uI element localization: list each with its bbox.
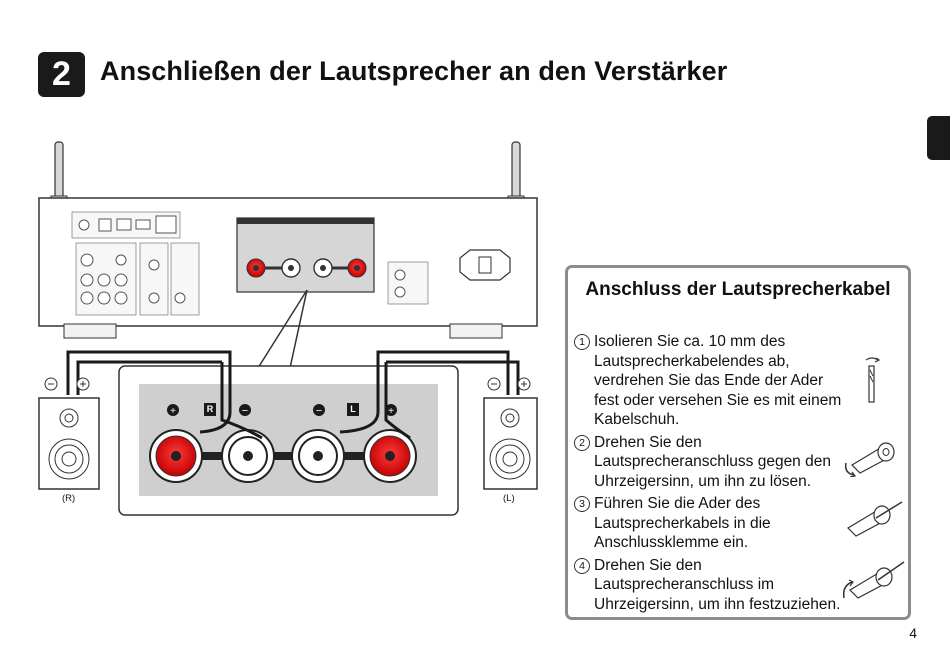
twisted-wire-icon (865, 357, 881, 403)
instruction-step: 4 Drehen Sie den Lautsprecheranschluss i… (574, 556, 844, 615)
terminal-label-r: R (206, 404, 214, 414)
step-text: Drehen Sie den Lautsprecheranschluss im … (594, 556, 841, 613)
amplifier-rear-panel (38, 197, 538, 339)
svg-text:+: + (170, 406, 176, 417)
step-number: 2 (574, 434, 590, 451)
svg-text:+: + (388, 406, 394, 417)
speaker-label-r: (R) (62, 493, 76, 504)
instruction-step: 3 Führen Sie die Ader des Lautsprecherka… (574, 494, 844, 553)
svg-text:−: − (316, 405, 322, 417)
step-number-badge: 2 (38, 52, 85, 97)
instructions-title: Anschluss der Lautsprecherkabel (585, 279, 891, 300)
step-text: Führen Sie die Ader des Lautsprecherkabe… (594, 495, 771, 551)
speaker-label-l: (L) (503, 493, 515, 504)
step-number: 3 (574, 496, 590, 512)
section-tab (927, 116, 950, 160)
loosen-terminal-icon (844, 442, 895, 477)
step-text: Drehen Sie den Lautsprecheranschluss geg… (594, 433, 831, 490)
svg-text:−: − (242, 405, 248, 417)
speaker-left (38, 377, 100, 490)
enlarged-terminals: + − − + (149, 362, 417, 483)
page-number: 4 (909, 625, 917, 641)
step-number: 1 (574, 334, 590, 350)
page-title: Anschließen der Lautsprecher an den Vers… (100, 56, 728, 86)
insert-wire-icon (847, 501, 903, 537)
instruction-step: 2 Drehen Sie den Lautsprecheranschluss g… (574, 433, 844, 492)
instruction-step: 1 Isolieren Sie ca. 10 mm des Lautsprech… (574, 332, 844, 430)
tighten-terminal-icon (842, 561, 905, 599)
terminal-label-l: L (350, 404, 356, 414)
step-text: Isolieren Sie ca. 10 mm des Lautsprecher… (594, 333, 842, 428)
speaker-right (483, 377, 538, 490)
step-number: 4 (574, 557, 590, 574)
instruction-steps: 1 Isolieren Sie ca. 10 mm des Lautsprech… (574, 332, 844, 617)
instructions-box: Anschluss der Lautsprecherkabel 1 Isolie… (565, 265, 911, 620)
